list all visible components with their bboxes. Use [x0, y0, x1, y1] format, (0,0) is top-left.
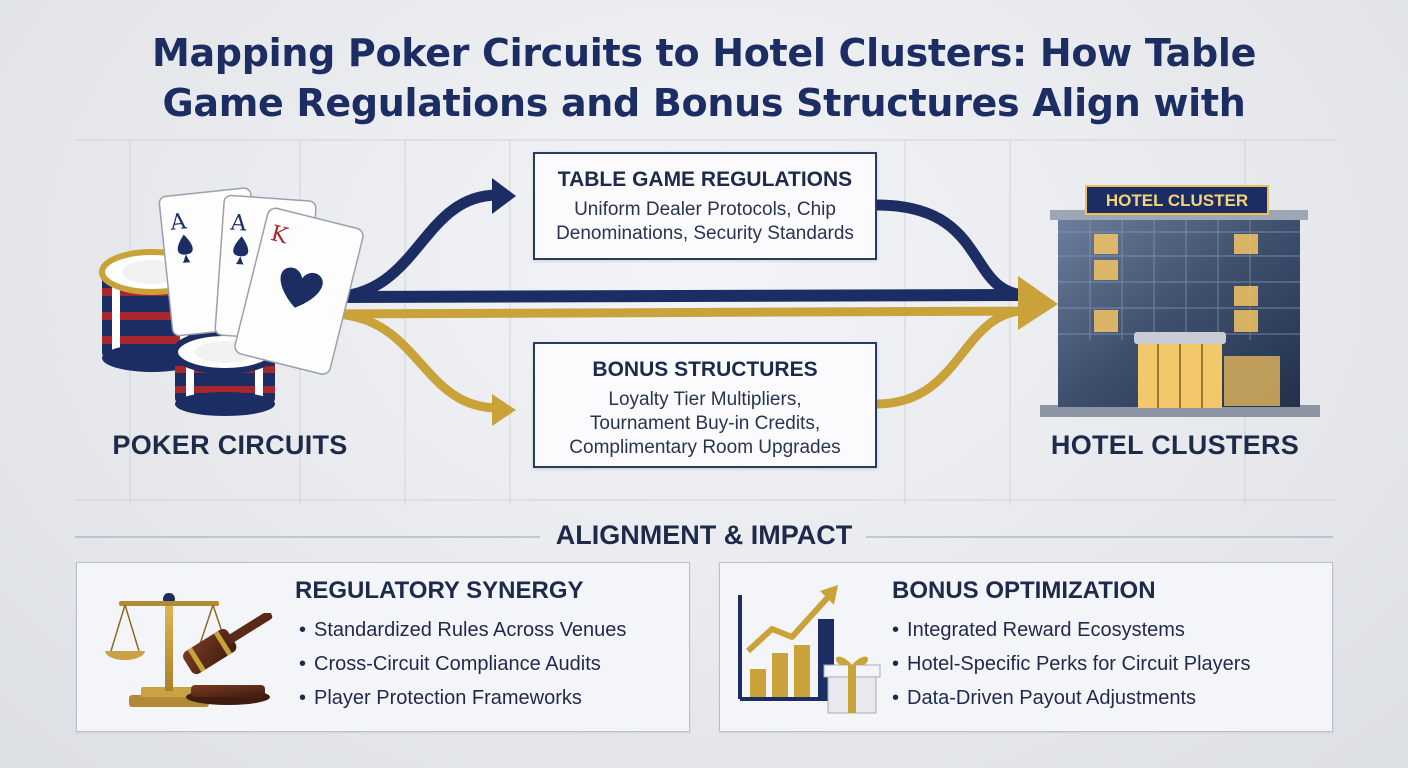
hotel-sign-text: HOTEL CLUSTER [1106, 191, 1248, 210]
bonus-box-title: BONUS STRUCTURES [592, 358, 818, 381]
list-item: Data-Driven Payout Adjustments [892, 681, 1250, 715]
poker-circuits-label: POKER CIRCUITS [112, 430, 348, 460]
bonus-arrowhead-box [492, 394, 516, 426]
regulations-flow-arrow [324, 189, 1031, 303]
list-item: Player Protection Frameworks [299, 681, 626, 715]
heart-icon [280, 267, 323, 308]
page-title-line-2: Game Regulations and Bonus Structures Al… [162, 81, 1246, 125]
card-king-rank: K [268, 221, 291, 249]
list-item: Cross-Circuit Compliance Audits [299, 647, 626, 681]
list-item: Hotel-Specific Perks for Circuit Players [892, 647, 1250, 681]
regulatory-synergy-panel: REGULATORY SYNERGY Standardized Rules Ac… [76, 562, 690, 732]
background-grid [75, 139, 1335, 505]
spade-icon [177, 234, 193, 263]
bonus-box: BONUS STRUCTURES Loyalty Tier Multiplier… [533, 342, 877, 468]
regulations-box-title: TABLE GAME REGULATIONS [557, 168, 853, 191]
section-heading: ALIGNMENT & IMPACT [555, 520, 853, 550]
playing-cards-icon: A A K [158, 187, 364, 375]
regulations-box-line: Denominations, Security Standards [556, 223, 854, 244]
regulations-arrowhead-box [492, 178, 516, 214]
card-ace-2-rank: A [229, 210, 249, 236]
gift-icon [823, 656, 881, 714]
hotel-building-icon: HOTEL CLUSTER [1040, 185, 1320, 417]
spade-icon [233, 236, 249, 265]
bonus-flow-arrow [325, 306, 1040, 413]
bonus-box-line: Complimentary Room Upgrades [569, 437, 841, 458]
regulatory-synergy-list: Standardized Rules Across Venues Cross-C… [299, 613, 626, 715]
main-arrowhead [1018, 276, 1058, 330]
bonus-optimization-list: Integrated Reward Ecosystems Hotel-Speci… [892, 613, 1250, 715]
gavel-icon [183, 613, 273, 705]
bonus-optimization-title: BONUS OPTIMIZATION [892, 577, 1156, 604]
list-item: Integrated Reward Ecosystems [892, 613, 1250, 647]
regulations-box-line: Uniform Dealer Protocols, Chip [574, 199, 836, 220]
card-ace-1-rank: A [168, 209, 189, 236]
bonus-box-line: Tournament Buy-in Credits, [589, 413, 821, 434]
bonus-optimization-panel: BONUS OPTIMIZATION Integrated Reward Eco… [719, 562, 1333, 732]
bonus-box-line: Loyalty Tier Multipliers, [608, 389, 802, 410]
regulations-box: TABLE GAME REGULATIONS Uniform Dealer Pr… [533, 152, 877, 260]
page-title-line-1: Mapping Poker Circuits to Hotel Clusters… [151, 31, 1257, 75]
hotel-clusters-label: HOTEL CLUSTERS [1050, 430, 1300, 460]
list-item: Standardized Rules Across Venues [299, 613, 626, 647]
regulatory-synergy-title: REGULATORY SYNERGY [295, 577, 584, 604]
